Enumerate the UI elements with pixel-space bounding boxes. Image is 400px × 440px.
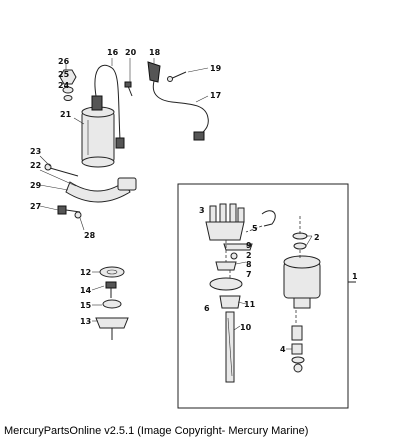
spring-washer[interactable] [102, 299, 122, 309]
callout-6: 6 [204, 304, 210, 313]
callout-23: 23 [30, 147, 41, 156]
callout-29: 29 [30, 181, 42, 190]
callout-3: 3 [199, 206, 205, 215]
bracket-screws[interactable] [57, 205, 82, 219]
grommet-washer[interactable] [99, 266, 125, 278]
housing-seals[interactable] [292, 232, 308, 250]
ignition-coil[interactable] [81, 95, 115, 168]
drive-gear-kit[interactable] [291, 325, 305, 373]
cap-clip[interactable] [261, 210, 276, 227]
ground-connector[interactable] [167, 71, 187, 82]
callout-5: 5 [252, 224, 258, 233]
copyright-footer: MercuryPartsOnline v2.5.1 (Image Copyrig… [4, 425, 309, 437]
callout-24: 24 [58, 81, 70, 90]
callout-16: 16 [107, 48, 119, 57]
callout-19: 19 [210, 64, 222, 73]
hold-down-clamp[interactable] [95, 317, 129, 340]
points-condenser[interactable] [223, 243, 253, 260]
primary-wire[interactable] [152, 77, 209, 141]
callout-4: 4 [280, 345, 286, 354]
breaker-plate[interactable] [209, 277, 243, 291]
coil-nuts-washers[interactable] [59, 69, 77, 101]
coil-high-tension-lead[interactable] [94, 64, 125, 149]
callout-17: 17 [210, 91, 221, 100]
callout-18: 18 [149, 48, 161, 57]
distributor-housing[interactable] [283, 255, 321, 309]
coil-bracket[interactable] [65, 177, 137, 203]
mounting-screw[interactable] [105, 281, 117, 298]
callout-20: 20 [125, 48, 137, 57]
rotor[interactable] [215, 261, 237, 271]
callout-28: 28 [84, 231, 96, 240]
callout-14: 14 [80, 286, 92, 295]
callout-27: 27 [30, 202, 41, 211]
wire-terminal[interactable] [147, 61, 161, 83]
distributor-group-frame [177, 183, 349, 409]
callout-2-mid: 2 [246, 251, 252, 260]
distributor-cap[interactable] [205, 203, 245, 241]
retaining-screw[interactable] [124, 81, 133, 97]
callout-8: 8 [246, 260, 252, 269]
callout-1: 1 [352, 272, 358, 281]
callout-26: 26 [58, 57, 70, 66]
callout-15: 15 [80, 301, 92, 310]
distributor-shaft[interactable] [225, 311, 235, 383]
callout-12: 12 [80, 268, 91, 277]
callout-7: 7 [246, 270, 252, 279]
callout-2-top: 2 [314, 233, 320, 242]
callout-11: 11 [244, 300, 256, 309]
callout-9: 9 [246, 241, 252, 250]
callout-10: 10 [240, 323, 252, 332]
leader-lines [39, 58, 313, 350]
callout-22: 22 [30, 161, 41, 170]
callout-25: 25 [58, 70, 70, 79]
advance-mechanism[interactable] [219, 295, 241, 309]
callout-13: 13 [80, 317, 91, 326]
callout-21: 21 [60, 110, 72, 119]
